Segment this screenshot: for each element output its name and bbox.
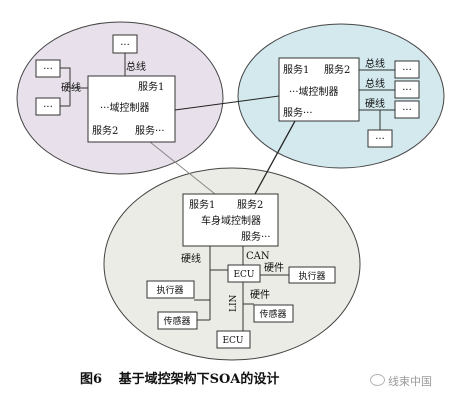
left-hardwire-label: 硬线 xyxy=(61,81,81,94)
right-controller-service1: 服务1 xyxy=(283,63,309,76)
left-bus-label: 总线 xyxy=(126,60,146,73)
watermark: 线束中国 xyxy=(370,373,454,393)
ecu-upper xyxy=(227,264,261,283)
left-controller-service2: 服务2 xyxy=(92,124,118,137)
right-device-3 xyxy=(394,100,420,119)
sensor-right xyxy=(253,304,294,323)
body-hardwire-connector xyxy=(194,246,228,301)
right-bus-label-1: 总线 xyxy=(365,57,385,70)
body-controller-name: 车身域控制器 xyxy=(201,214,261,227)
left-top-device-label: ··· xyxy=(120,40,130,51)
figure-number: 图6 xyxy=(80,372,103,387)
body-domain-controller xyxy=(182,193,279,247)
link-right-bottom xyxy=(254,120,296,195)
hardware-label-2: 硬件 xyxy=(250,289,270,301)
link-left-right xyxy=(174,95,280,111)
right-bus-label-2: 总线 xyxy=(365,77,385,90)
sensor-left-label: 传感器 xyxy=(163,315,190,327)
figure-title: 基于域控架构下SOA的设计 xyxy=(118,372,280,387)
body-controller-service-more: 服务··· xyxy=(241,230,271,243)
right-device-4 xyxy=(367,129,393,148)
ecu-upper-label: ECU xyxy=(233,270,254,280)
ecu-lower-label: ECU xyxy=(222,336,243,346)
hardware-label-1: 硬件 xyxy=(264,262,284,274)
right-hardwire-label: 硬线 xyxy=(365,97,385,110)
right-zone: 服务1 服务2 ···域控制器 服务··· 总线 ··· 总线 ··· 硬线 ·… xyxy=(278,57,420,148)
can-bus-label: CAN xyxy=(246,251,270,262)
sensor-right-label: 传感器 xyxy=(259,308,286,320)
right-device-4-label: ··· xyxy=(375,134,385,145)
left-hardwire-connector xyxy=(60,67,88,107)
bottom-zone: 服务1 服务2 车身域控制器 服务··· CAN 硬线 ECU 执行器 硬件 执… xyxy=(146,193,336,349)
actuator-right-label: 执行器 xyxy=(298,270,325,282)
left-controller-service-more: 服务··· xyxy=(135,124,165,137)
watermark-text: 线束中国 xyxy=(388,375,432,388)
right-device-2-label: ··· xyxy=(402,85,412,96)
body-hardwire-label: 硬线 xyxy=(181,252,201,265)
right-controller-service2: 服务2 xyxy=(324,63,350,76)
figure-caption: 图6 基于域控架构下SOA的设计 xyxy=(80,368,380,390)
right-device-2 xyxy=(394,80,420,99)
left-device-upper-label: ··· xyxy=(43,64,53,75)
right-device-1-label: ··· xyxy=(402,65,412,76)
wechat-logo-icon xyxy=(370,374,385,386)
ecu-lower xyxy=(216,330,251,349)
right-domain-controller xyxy=(278,57,360,122)
right-device-1 xyxy=(394,60,420,79)
right-controller-service-more: 服务··· xyxy=(283,106,313,119)
lin-bus-label: LIN xyxy=(229,294,239,312)
right-controller-name: ···域控制器 xyxy=(289,85,339,98)
left-device-lower-label: ··· xyxy=(43,102,53,113)
left-domain-controller xyxy=(87,75,176,143)
left-controller-service1: 服务1 xyxy=(138,80,164,93)
left-zone: ··· 总线 ··· ··· 硬线 服务1 ···域控制器 服务2 服务··· xyxy=(35,34,176,143)
right-device-3-label: ··· xyxy=(402,105,412,116)
body-controller-service2: 服务2 xyxy=(237,198,263,211)
link-left-bottom xyxy=(149,141,216,195)
actuator-left xyxy=(146,280,195,299)
left-controller-name: ···域控制器 xyxy=(100,101,150,114)
body-controller-service1: 服务1 xyxy=(189,198,215,211)
actuator-left-label: 执行器 xyxy=(156,284,183,296)
